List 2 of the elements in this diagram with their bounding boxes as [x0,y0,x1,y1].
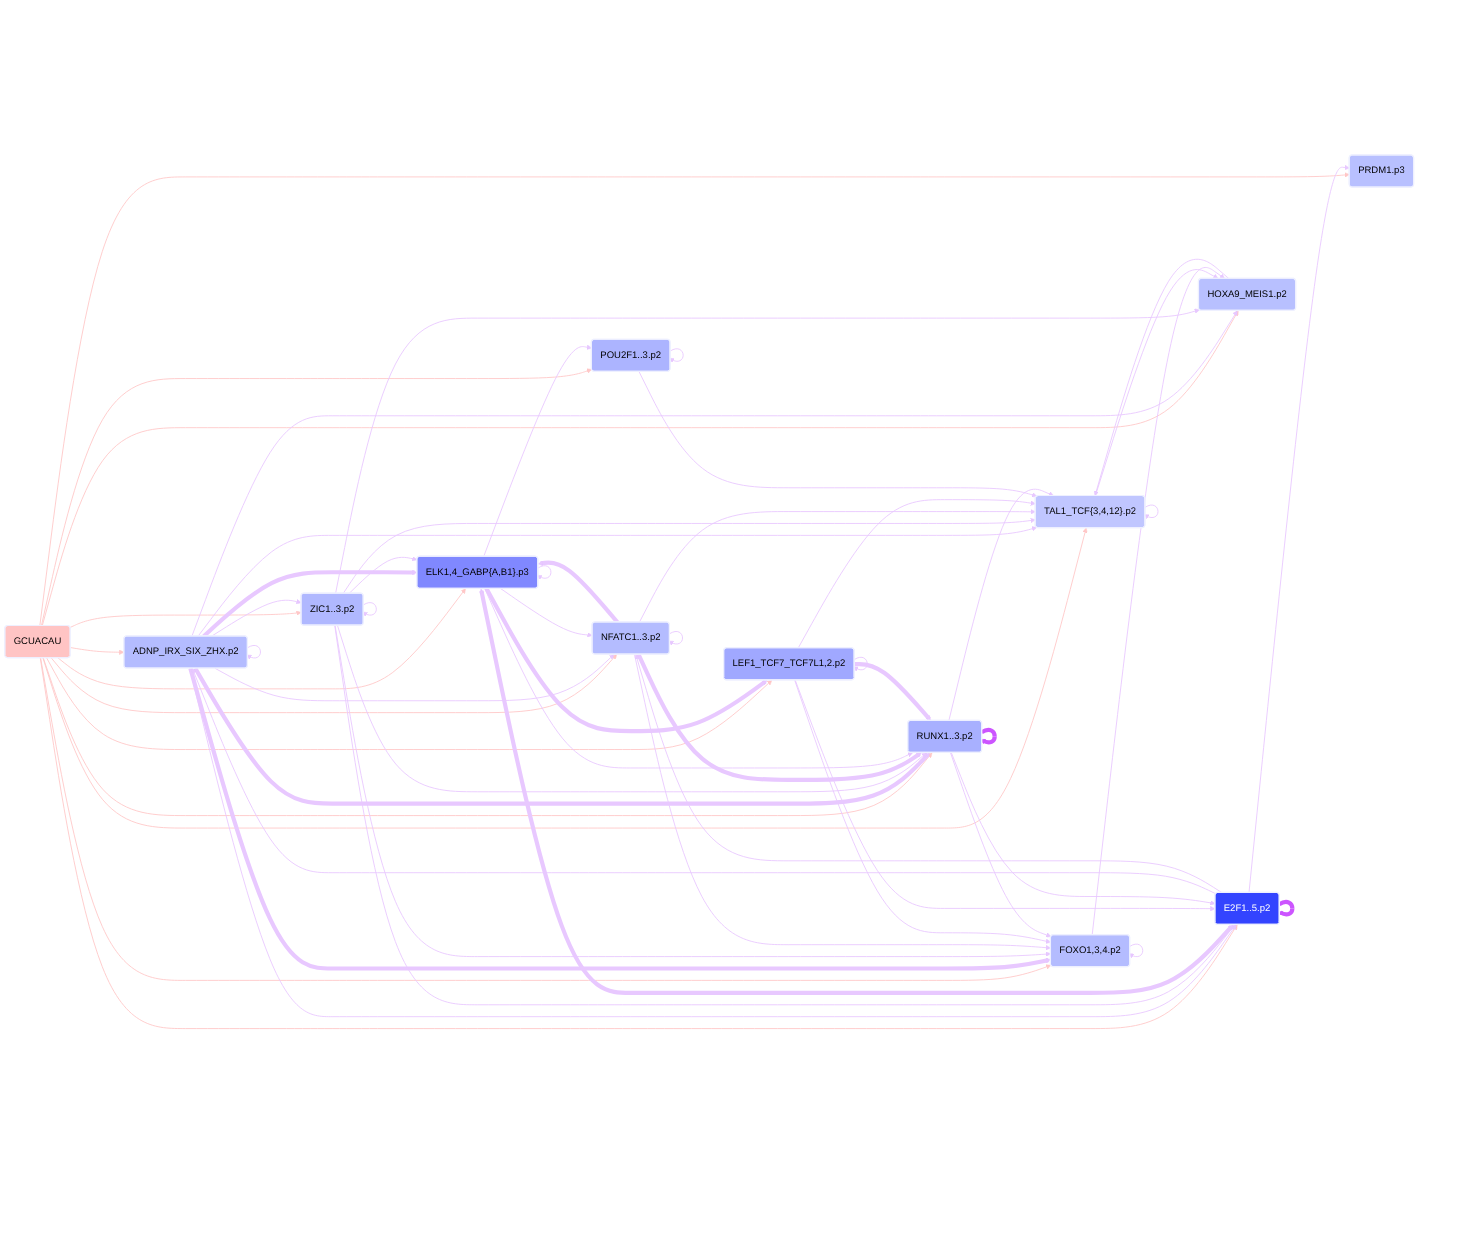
arrow [193,667,930,806]
arrow [636,653,922,782]
